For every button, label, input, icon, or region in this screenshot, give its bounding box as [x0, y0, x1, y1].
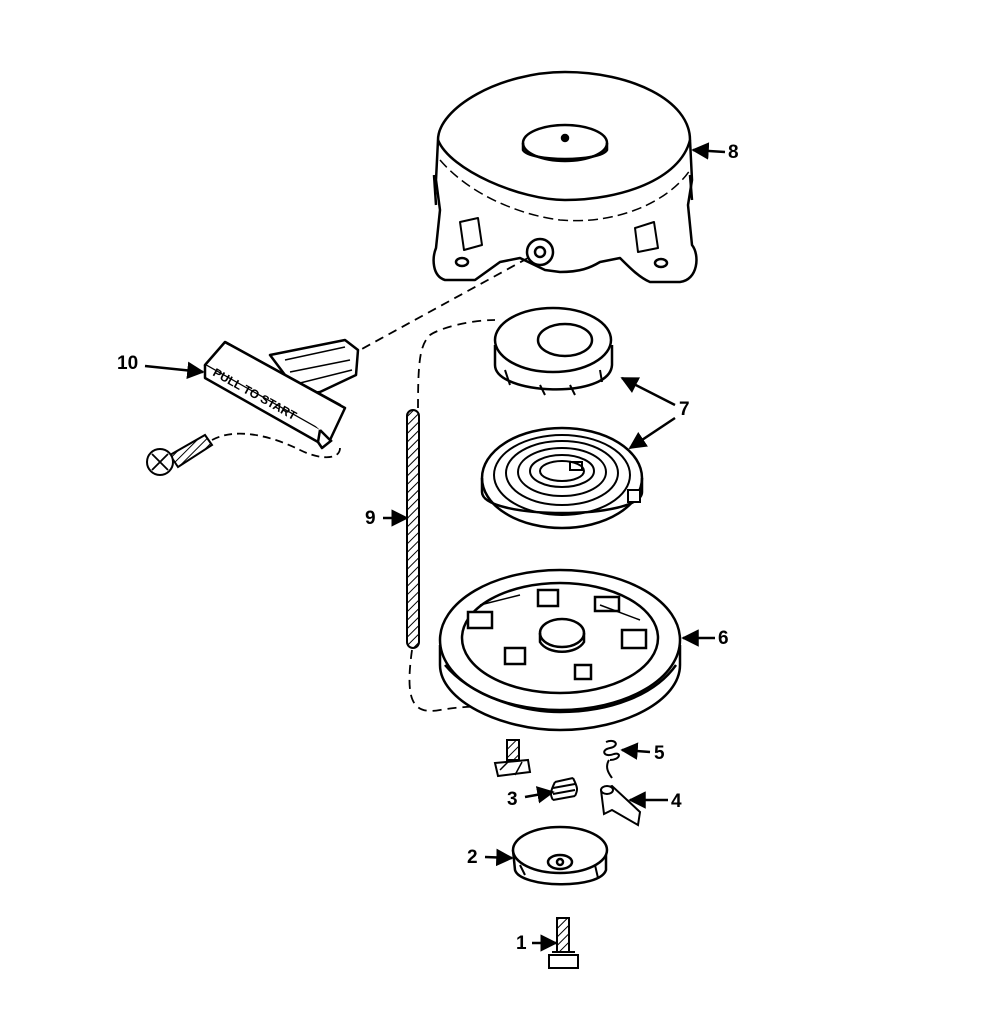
callout-8: 8: [728, 142, 739, 163]
callout-10: 10: [117, 353, 139, 374]
pulley-screw: [493, 739, 532, 778]
rope-path-top: [417, 319, 496, 409]
handle-screw: [146, 433, 214, 476]
callout-6: 6: [718, 628, 729, 649]
leader-lines: [144, 142, 726, 952]
rope-path-handle: [211, 432, 341, 459]
starter-housing: [432, 70, 698, 284]
leader-7a: [620, 376, 676, 407]
leader-10: [144, 361, 205, 380]
recoil-spring: [480, 426, 644, 530]
callout-3: 3: [507, 789, 518, 810]
callout-1: 1: [516, 933, 527, 954]
leader-2: [484, 848, 514, 867]
retainer-spring: [549, 777, 579, 801]
rope-path-upper: [359, 257, 529, 351]
leader-5: [620, 742, 651, 760]
spring-cup: [493, 306, 614, 396]
callout-2: 2: [467, 847, 478, 868]
pull-handle: PULL TO START: [203, 338, 360, 450]
leader-8: [691, 142, 726, 160]
callout-4: 4: [671, 791, 682, 812]
pawl-spring: [603, 739, 620, 779]
leader-3: [524, 786, 555, 804]
starter-rope: [406, 409, 420, 649]
leader-7b: [628, 416, 676, 450]
starter-pawl: [599, 784, 642, 827]
starter-pulley: [438, 568, 682, 732]
pawl-retainer: [511, 825, 609, 886]
callout-9: 9: [365, 508, 376, 529]
center-screw: [548, 917, 579, 969]
callout-7: 7: [679, 399, 690, 420]
callout-5: 5: [654, 743, 665, 764]
